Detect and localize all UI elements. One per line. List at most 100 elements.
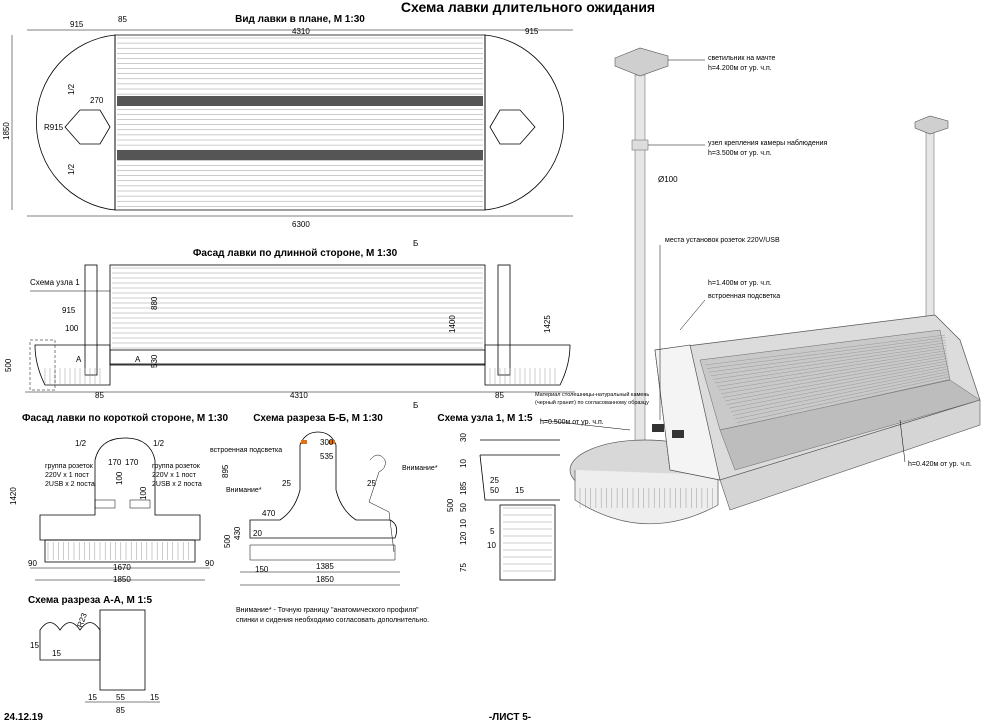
svg-text:1425: 1425 xyxy=(543,315,552,333)
svg-text:15: 15 xyxy=(515,486,524,495)
facade-long: Фасад лавки по длинной стороне, М 1:30 С… xyxy=(4,239,575,410)
svg-text:5: 5 xyxy=(490,527,495,536)
node1-label: Схема узла 1 xyxy=(30,278,80,287)
svg-text:h=3.500м от ур. ч.п.: h=3.500м от ур. ч.п. xyxy=(708,150,772,157)
svg-text:Материал столешницы-натуральны: Материал столешницы-натуральный камень xyxy=(535,391,649,398)
svg-text:1420: 1420 xyxy=(9,487,18,505)
svg-text:100: 100 xyxy=(65,324,79,333)
svg-text:A: A xyxy=(76,355,82,364)
hatch-line xyxy=(710,342,946,377)
svg-text:R915: R915 xyxy=(44,123,64,132)
hatch-line xyxy=(728,365,949,409)
svg-text:50: 50 xyxy=(459,503,468,512)
svg-text:узел крепления камеры наблюден: узел крепления камеры наблюдения xyxy=(708,139,828,147)
svg-text:1850: 1850 xyxy=(113,575,131,584)
svg-text:светильник на мачте: светильник на мачте xyxy=(708,55,775,62)
hatch-line xyxy=(736,376,950,423)
hatch-line xyxy=(716,350,947,387)
page-label: -ЛИСТ 5- xyxy=(489,712,531,723)
svg-text:10: 10 xyxy=(459,459,468,468)
svg-text:h=0.500м от ур. ч.п.: h=0.500м от ур. ч.п. xyxy=(540,419,604,426)
svg-text:10: 10 xyxy=(459,519,468,528)
hatch-line xyxy=(722,358,948,398)
svg-text:встроенная подсветка: встроенная подсветка xyxy=(210,447,282,454)
hatch-line xyxy=(708,339,946,373)
svg-text:185: 185 xyxy=(459,481,468,495)
hatch-line xyxy=(712,345,947,380)
svg-text:1/2: 1/2 xyxy=(153,439,165,448)
hatch-line xyxy=(734,373,950,420)
svg-text:220V x 1 пост: 220V x 1 пост xyxy=(45,472,90,479)
section-bb-title: Схема разреза Б-Б, М 1:30 xyxy=(253,413,383,424)
svg-text:Б: Б xyxy=(413,401,418,410)
svg-text:25: 25 xyxy=(490,476,499,485)
svg-text:85: 85 xyxy=(95,391,104,400)
facade-short: Фасад лавки по короткой стороне, М 1:30 … xyxy=(9,413,228,584)
svg-text:4310: 4310 xyxy=(292,27,310,36)
svg-text:85: 85 xyxy=(116,706,125,715)
svg-text:h=4.200м от ур. ч.п.: h=4.200м от ур. ч.п. xyxy=(708,65,772,72)
svg-text:2USB x 2 поста: 2USB x 2 поста xyxy=(45,481,95,488)
hatch-line xyxy=(720,355,948,395)
svg-text:270: 270 xyxy=(90,96,104,105)
svg-text:170: 170 xyxy=(108,458,122,467)
hatch-line xyxy=(706,337,946,369)
node1-title: Схема узла 1, М 1:5 xyxy=(437,413,533,424)
svg-text:500: 500 xyxy=(223,534,232,548)
svg-text:1/2: 1/2 xyxy=(75,439,87,448)
svg-text:15: 15 xyxy=(88,693,97,702)
svg-text:1400: 1400 xyxy=(448,315,457,333)
svg-text:915: 915 xyxy=(70,20,84,29)
svg-text:915: 915 xyxy=(525,27,539,36)
svg-text:h=1.400м от ур. ч.п.: h=1.400м от ур. ч.п. xyxy=(708,280,772,287)
svg-text:25: 25 xyxy=(367,479,376,488)
svg-text:1/2: 1/2 xyxy=(67,163,76,175)
svg-text:75: 75 xyxy=(459,563,468,572)
svg-text:Внимание*: Внимание* xyxy=(402,465,438,472)
svg-text:места установок розеток 220V/U: места установок розеток 220V/USB xyxy=(665,237,780,244)
svg-text:4310: 4310 xyxy=(290,391,308,400)
svg-text:15: 15 xyxy=(150,693,159,702)
facade-long-title: Фасад лавки по длинной стороне, М 1:30 xyxy=(193,248,398,259)
section-aa-title: Схема разреза А-А, М 1:5 xyxy=(28,595,153,606)
hatch-line xyxy=(738,378,951,427)
section-aa: Схема разреза А-А, М 1:5 R23 15 15 55 15… xyxy=(28,595,160,715)
svg-text:500: 500 xyxy=(446,498,455,512)
svg-text:1850: 1850 xyxy=(2,122,11,140)
svg-text:1850: 1850 xyxy=(316,575,334,584)
svg-text:90: 90 xyxy=(205,559,214,568)
svg-text:1670: 1670 xyxy=(113,563,131,572)
sheet-title: Схема лавки длительного ожидания xyxy=(401,0,655,15)
svg-text:120: 120 xyxy=(459,531,468,545)
hatch-line xyxy=(718,352,948,391)
svg-text:20: 20 xyxy=(253,529,262,538)
hatch-line xyxy=(732,371,950,416)
svg-text:470: 470 xyxy=(262,509,276,518)
svg-text:85: 85 xyxy=(495,391,504,400)
hatch-line xyxy=(704,334,946,366)
svg-text:55: 55 xyxy=(116,693,125,702)
svg-text:30: 30 xyxy=(459,433,468,442)
svg-text:15: 15 xyxy=(30,641,39,650)
bench-3d-render: светильник на мачте h=4.200м от ур. ч.п.… xyxy=(535,47,981,525)
svg-text:100: 100 xyxy=(115,471,124,485)
svg-text:A: A xyxy=(135,355,141,364)
svg-text:1385: 1385 xyxy=(316,562,334,571)
section-bb: Схема разреза Б-Б, М 1:30 встроенная под… xyxy=(210,413,438,586)
svg-text:880: 880 xyxy=(150,296,159,310)
facade-short-title: Фасад лавки по короткой стороне, М 1:30 xyxy=(22,413,229,424)
svg-text:535: 535 xyxy=(320,452,334,461)
svg-text:25: 25 xyxy=(282,479,291,488)
svg-text:встроенная подсветка: встроенная подсветка xyxy=(708,293,780,300)
hatch-line xyxy=(726,363,949,405)
svg-text:300: 300 xyxy=(320,438,334,447)
svg-text:10: 10 xyxy=(487,541,496,550)
svg-text:2USB x 2 поста: 2USB x 2 поста xyxy=(152,481,202,488)
svg-text:(черный гранит) по согласованн: (черный гранит) по согласованному образц… xyxy=(535,399,649,406)
hatch-line xyxy=(730,368,949,413)
svg-text:85: 85 xyxy=(118,15,127,24)
hatch-line xyxy=(714,347,947,384)
svg-text:Б: Б xyxy=(413,239,418,248)
svg-text:R23: R23 xyxy=(75,611,89,628)
